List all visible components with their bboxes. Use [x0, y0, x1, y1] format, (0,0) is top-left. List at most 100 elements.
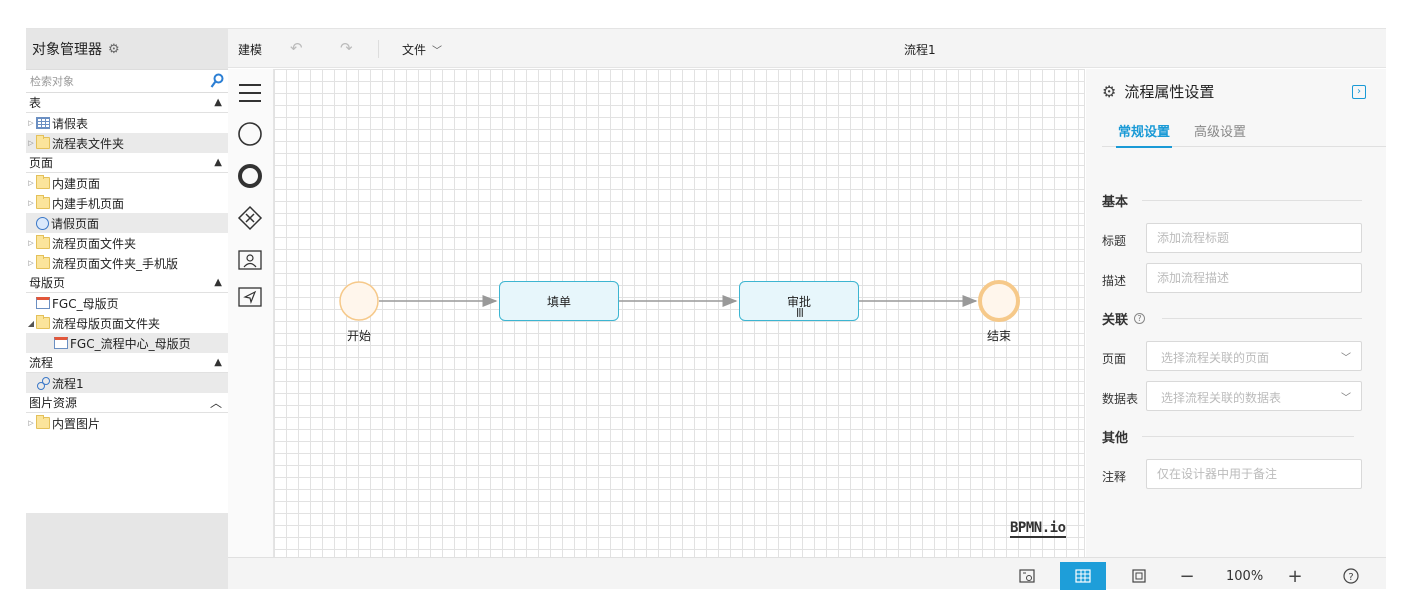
section-page-title: 页面 — [29, 156, 54, 170]
tree-item-leave-table[interactable]: ▷ 请假表 — [26, 113, 228, 133]
section-master-title: 母版页 — [29, 276, 66, 290]
note-input[interactable] — [1147, 460, 1361, 488]
folder-icon — [36, 415, 50, 429]
chevron-up-icon[interactable]: ▲ — [214, 157, 222, 168]
collapse-panel-icon[interactable]: › — [1352, 85, 1366, 99]
expand-arrow-icon[interactable]: ▷ — [28, 179, 34, 187]
page-select[interactable]: 选择流程关联的页面 ﹀ — [1146, 341, 1362, 371]
collapse-arrow-icon[interactable]: ◢ — [27, 318, 35, 328]
group-other-title: 其他 — [1102, 431, 1129, 446]
fit-screen-icon[interactable] — [1116, 562, 1162, 590]
bpmn-io-logo[interactable]: BPMN.io — [1010, 520, 1066, 538]
undo-icon[interactable]: ↶ — [290, 39, 303, 57]
tree-item-flow-page-folder[interactable]: ▷ 流程页面文件夹 — [26, 233, 228, 253]
chevron-down-icon: ﹀ — [1341, 393, 1351, 404]
properties-header: ⚙ 流程属性设置 — [1102, 81, 1214, 102]
datatable-select-placeholder: 选择流程关联的数据表 — [1161, 391, 1282, 405]
tree-item-builtin-images[interactable]: ▷ 内置图片 — [26, 413, 228, 433]
section-images[interactable]: 图片资源 ︿ — [26, 393, 228, 413]
multi-instance-icon: ||| — [796, 308, 804, 318]
folder-icon — [36, 135, 50, 149]
file-menu[interactable]: 文件﹀ — [402, 41, 442, 58]
tree-item-fgc-flow-center-master[interactable]: FGC_流程中心_母版页 — [26, 333, 228, 353]
object-search-box — [26, 69, 228, 93]
tree-item-builtin-pages[interactable]: ▷ 内建页面 — [26, 173, 228, 193]
tree-item-fgc-master[interactable]: FGC_母版页 — [26, 293, 228, 313]
task-approve[interactable]: 审批 ||| — [739, 281, 859, 321]
search-icon[interactable] — [210, 73, 224, 89]
help-icon[interactable]: ? — [1134, 313, 1146, 324]
chevron-up-icon[interactable]: ▲ — [214, 357, 222, 368]
hand-tool-icon[interactable] — [236, 79, 264, 107]
expand-arrow-icon[interactable]: ▷ — [28, 239, 34, 247]
file-menu-label: 文件 — [402, 43, 427, 57]
svg-text:?: ? — [1348, 572, 1353, 583]
expand-arrow-icon[interactable]: ▷ — [28, 199, 34, 207]
master-page-icon — [54, 337, 68, 349]
group-basic: 基本 — [1102, 191, 1362, 210]
section-master[interactable]: 母版页 ▲ — [26, 273, 228, 293]
grid-toggle-icon[interactable] — [1060, 562, 1106, 590]
title-input[interactable] — [1147, 224, 1361, 252]
table-icon — [36, 117, 50, 129]
tree-item-flow-table-folder[interactable]: ▷ 流程表文件夹 — [26, 133, 228, 153]
group-link: 关联 ? — [1102, 309, 1362, 328]
redo-icon[interactable]: ↷ — [340, 39, 353, 57]
section-table-title: 表 — [29, 96, 42, 110]
task-fill-form[interactable]: 填单 — [499, 281, 619, 321]
tree-item-label: 请假表 — [52, 116, 89, 131]
diagram-svg — [339, 280, 1020, 322]
expand-arrow-icon[interactable]: ▷ — [28, 119, 34, 127]
tree-item-builtin-mobile-pages[interactable]: ▷ 内建手机页面 — [26, 193, 228, 213]
end-event-icon[interactable] — [236, 162, 264, 190]
start-event-icon[interactable] — [236, 120, 264, 148]
folder-icon — [36, 235, 50, 249]
tree-item-label: 流程表文件夹 — [52, 136, 125, 151]
note-label: 注释 — [1102, 470, 1127, 484]
title-field — [1146, 223, 1362, 253]
datatable-select[interactable]: 选择流程关联的数据表 ﹀ — [1146, 381, 1362, 411]
divider — [1162, 318, 1362, 319]
expand-arrow-icon[interactable]: ▷ — [28, 139, 34, 147]
expand-arrow-icon[interactable]: ▷ — [28, 259, 34, 267]
properties-panel: ⚙ 流程属性设置 › 常规设置 高级设置 基本 标题 描述 关联 ? — [1086, 69, 1386, 557]
tree-item-flow-master-folder[interactable]: ◢ 流程母版页面文件夹 — [26, 313, 228, 333]
tree-item-label: 请假页面 — [51, 216, 100, 231]
zoom-out-icon[interactable]: − — [1179, 565, 1195, 587]
tree-item-leave-page[interactable]: 请假页面 — [26, 213, 228, 233]
tree-item-flow-page-folder-mobile[interactable]: ▷ 流程页面文件夹_手机版 — [26, 253, 228, 273]
expand-arrow-icon[interactable]: ▷ — [28, 419, 34, 427]
gateway-icon[interactable] — [236, 204, 264, 232]
user-task-icon[interactable] — [236, 246, 264, 274]
zoom-in-icon[interactable]: + — [1287, 565, 1303, 587]
end-event-label: 结束 — [986, 329, 1011, 343]
folder-icon — [36, 315, 50, 329]
tab-advanced-settings[interactable]: 高级设置 — [1194, 125, 1247, 140]
tree-item-flow1[interactable]: 流程1 — [26, 373, 228, 393]
start-event[interactable] — [339, 281, 379, 321]
help-circle-icon[interactable]: ? — [1328, 562, 1374, 590]
model-menu[interactable]: 建模 — [238, 43, 263, 57]
tree-item-label: 流程页面文件夹 — [52, 236, 137, 251]
section-page[interactable]: 页面 ▲ — [26, 153, 228, 173]
object-search-input[interactable] — [26, 70, 228, 92]
chevron-up-icon[interactable]: ▲ — [214, 97, 222, 108]
gear-icon[interactable]: ⚙ — [108, 41, 120, 57]
page-label: 页面 — [1102, 352, 1127, 366]
tab-general-settings[interactable]: 常规设置 — [1116, 121, 1173, 148]
chevron-up-icon[interactable]: ︿ — [209, 396, 222, 410]
description-input[interactable] — [1147, 264, 1361, 292]
properties-title: 流程属性设置 — [1124, 83, 1215, 101]
send-task-icon[interactable] — [236, 283, 264, 311]
page-select-placeholder: 选择流程关联的页面 — [1161, 351, 1270, 365]
master-page-icon — [36, 297, 50, 309]
chevron-up-icon[interactable]: ▲ — [214, 277, 222, 288]
task-approve-label: 审批 — [786, 294, 811, 309]
section-table[interactable]: 表 ▲ — [26, 93, 228, 113]
end-event[interactable] — [978, 280, 1020, 322]
minimap-icon[interactable] — [1004, 562, 1050, 590]
bpmn-canvas[interactable]: 开始 填单 审批 ||| 结束 BPMN.io — [274, 69, 1085, 557]
section-process[interactable]: 流程 ▲ — [26, 353, 228, 373]
group-basic-title: 基本 — [1102, 195, 1129, 210]
bottom-toolbar: − 100% + ? — [228, 557, 1386, 590]
